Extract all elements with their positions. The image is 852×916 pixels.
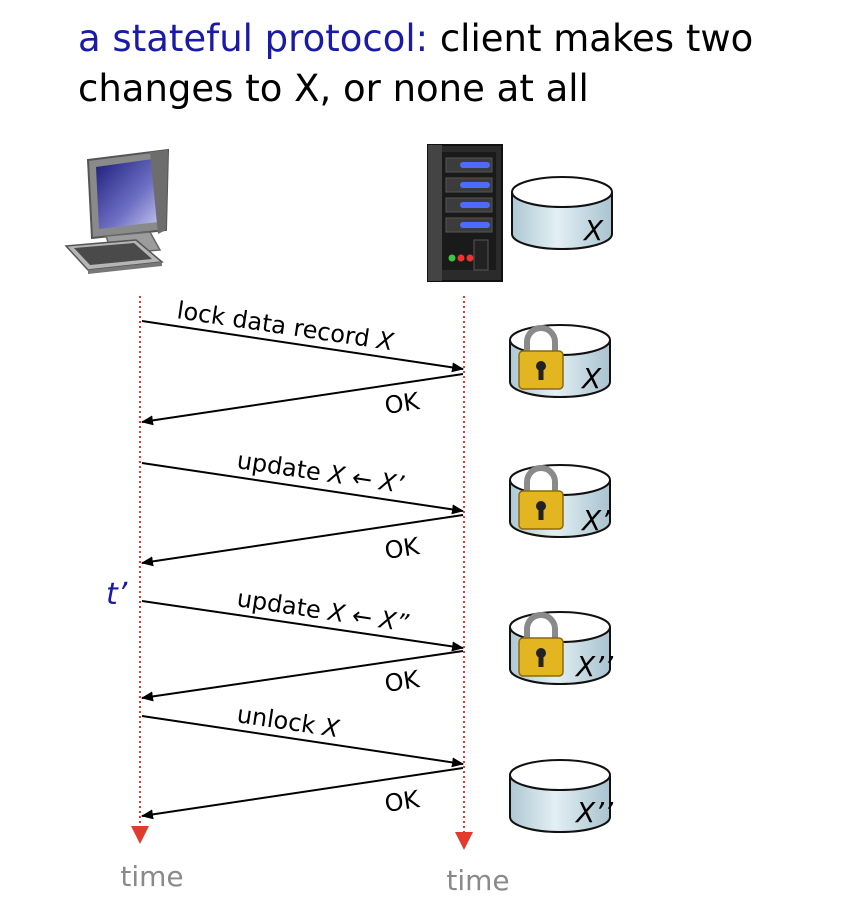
desktop-computer-icon (64, 148, 170, 274)
database-cylinder-icon: X’’ (509, 611, 614, 685)
message-arrow-ok-2 (141, 514, 464, 567)
padlock-icon (518, 325, 564, 390)
db-state-label: X (582, 214, 604, 247)
message-label-ok-3: OK (383, 665, 423, 698)
database-cylinder-icon: X’ (509, 464, 611, 538)
message-arrow-ok-3 (141, 650, 464, 702)
message-arrow-unlock (141, 715, 464, 768)
title-rest: client makes two changes to X, or none a… (78, 17, 754, 110)
message-arrow-lock (141, 320, 464, 373)
message-label-ok-2: OK (383, 532, 423, 565)
message-label-lock: lock data record X (175, 296, 396, 356)
db-state-label: X’’ (574, 650, 614, 683)
server-time-label: time (446, 864, 509, 897)
t-prime-label: t’ (106, 577, 128, 612)
message-arrow-update-2 (141, 600, 464, 652)
message-label-ok-1: OK (383, 387, 423, 420)
message-arrow-update-1 (141, 462, 464, 515)
message-label-update-1: update X ← X’ (235, 446, 406, 499)
db-state-label: X (580, 362, 602, 395)
padlock-icon (518, 612, 564, 677)
database-cylinder-icon: X’’ (509, 759, 614, 833)
message-arrow-ok-1 (141, 373, 464, 426)
database-cylinder-icon: X (509, 324, 611, 398)
server-tower-icon (427, 144, 503, 282)
message-arrow-ok-4 (141, 767, 464, 820)
slide-title: a stateful protocol: client makes two ch… (78, 14, 838, 114)
client-timeline-arrowhead (131, 826, 149, 844)
padlock-icon (518, 465, 564, 530)
message-label-update-2: update X ← X” (235, 584, 411, 637)
database-cylinder-icon: X (511, 176, 613, 250)
db-state-label: X’ (580, 504, 611, 537)
server-timeline-arrowhead (455, 832, 473, 850)
db-state-label: X’’ (574, 796, 614, 829)
title-accent: a stateful protocol: (78, 17, 429, 60)
message-label-unlock: unlock X (235, 700, 342, 743)
client-time-label: time (120, 860, 183, 893)
message-label-ok-4: OK (383, 785, 423, 818)
